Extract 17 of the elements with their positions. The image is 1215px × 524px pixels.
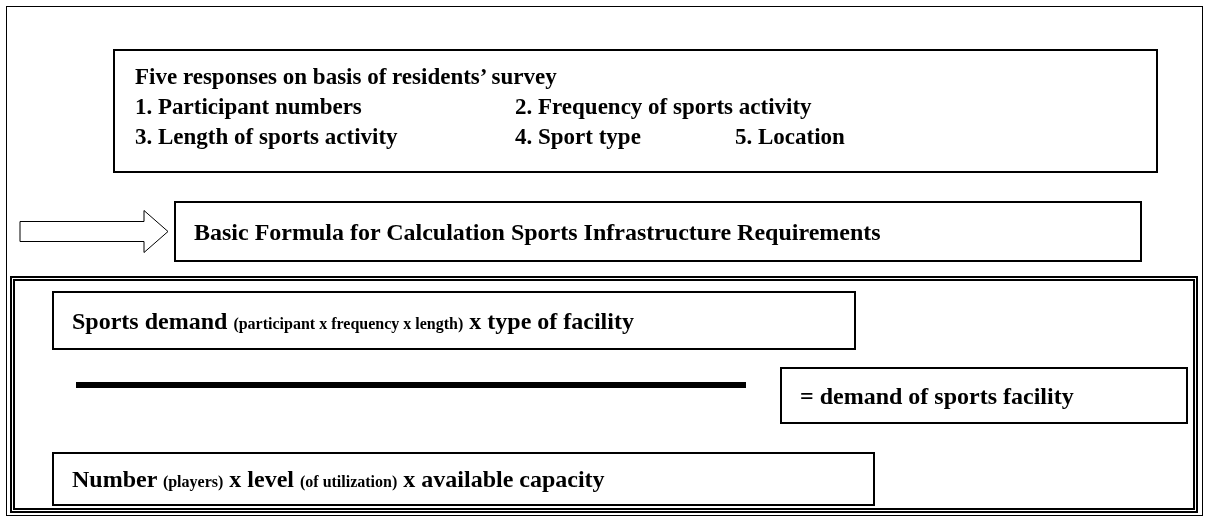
formula-text: Basic Formula for Calculation Sports Infrastructure Requirements [194,218,881,245]
formula-frame [10,276,1198,513]
survey-box [113,49,1158,173]
formula-title-box [174,201,1142,262]
list-item: 1. Participant numbers [135,94,362,120]
heading-text: Five responses on basis of residents’ survey [135,64,557,90]
formula-text: Sports demand (participant x frequency x length) x type of facility [72,307,634,334]
list-item: 4. Sport type [515,124,641,150]
list-item: 5. Location [735,124,845,150]
list-item: 2. Frequency of sports activity [515,94,812,120]
numerator-box [52,291,856,350]
formula-text: Number (players) x level (of utilization) x available capacity [72,465,605,493]
list-item: 3. Length of sports activity [135,124,398,150]
denominator-box [52,452,875,506]
formula-text: = demand of sports facility [800,382,1074,409]
block-arrow [19,210,169,253]
result-box [780,367,1188,424]
